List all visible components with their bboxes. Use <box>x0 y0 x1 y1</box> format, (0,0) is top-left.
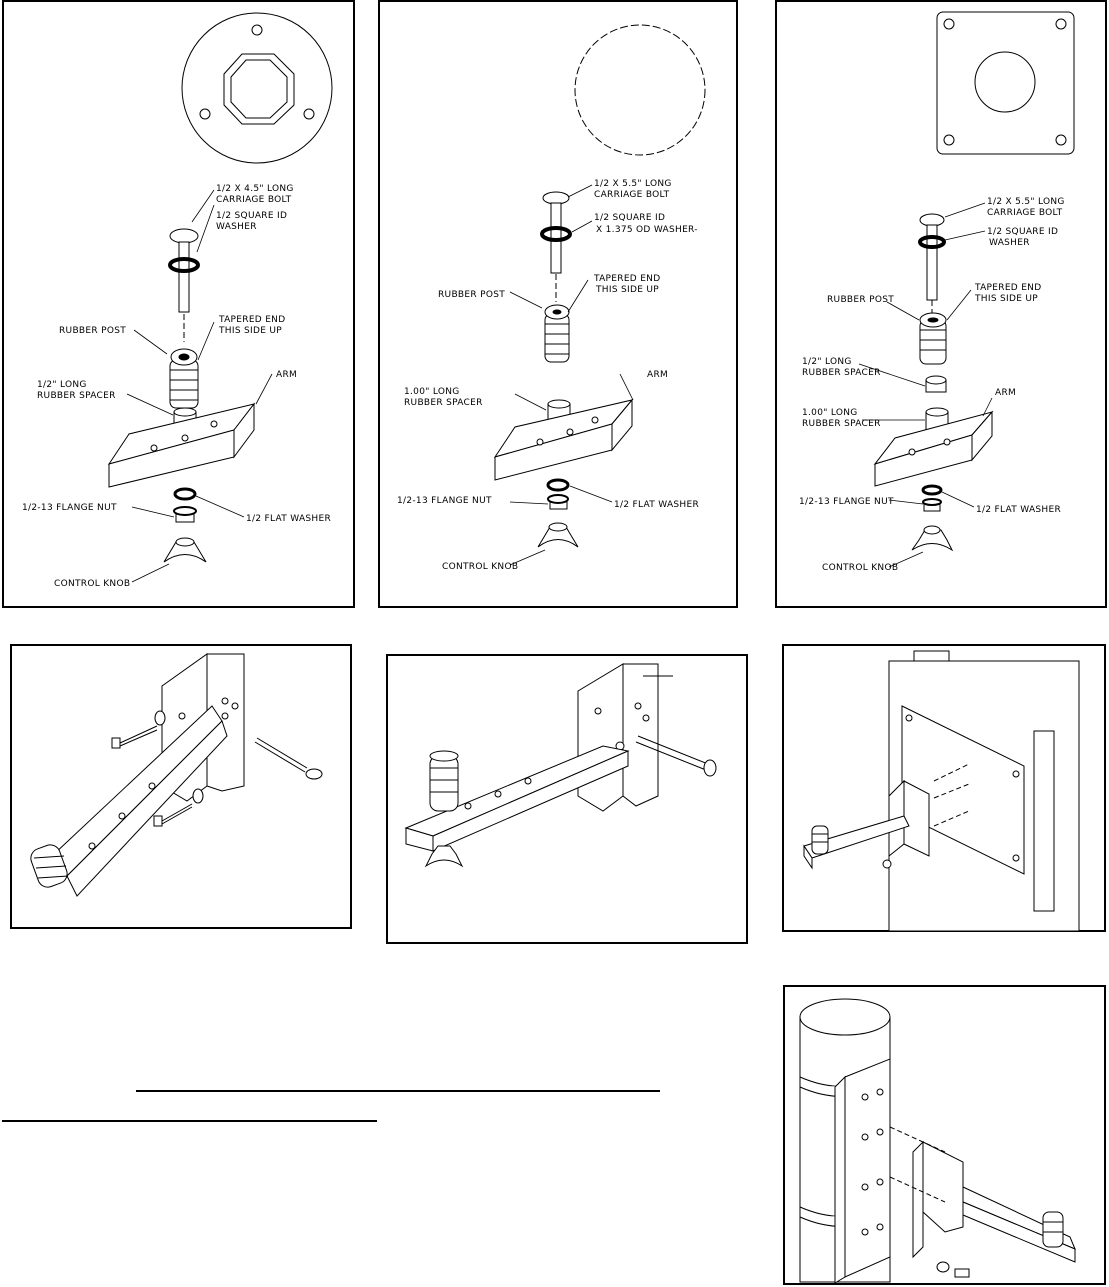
label-washer-line1: 1/2 SQUARE ID <box>594 213 665 223</box>
label-tapered-end-line2: THIS SIDE UP <box>218 326 282 336</box>
label-washer-line2: WASHER <box>216 222 257 232</box>
pin-icon <box>254 737 323 780</box>
label-tapered-end-line2: THIS SIDE UP <box>974 294 1038 304</box>
control-knob-icon <box>163 537 207 563</box>
washer-icon <box>540 226 572 242</box>
label-arm: ARM <box>647 370 668 380</box>
label-flat-washer: 1/2 FLAT WASHER <box>976 505 1061 515</box>
carriage-bolt-icon <box>542 191 570 302</box>
flange-nut-icon <box>547 494 569 510</box>
flat-washer-icon <box>546 478 570 492</box>
label-carriage-bolt-line2: CARRIAGE BOLT <box>216 195 292 205</box>
diagram-wall-plate <box>803 650 1080 932</box>
panel-assembly-slotted-plate: 1/2 X 5.5" LONG CARRIAGE BOLT 1/2 SQUARE… <box>378 0 738 608</box>
label-rubber-post: RUBBER POST <box>827 295 894 305</box>
rubber-spacer-half-icon <box>925 375 947 393</box>
carriage-bolt-icon <box>919 213 945 314</box>
round-mount-plate <box>181 12 333 164</box>
label-flange-nut: 1/2-13 FLANGE NUT <box>397 496 492 506</box>
rubber-post-icon <box>30 844 69 888</box>
blank-line-1 <box>136 1090 660 1092</box>
label-control-knob: CONTROL KNOB <box>822 563 898 573</box>
square-mount-plate <box>936 11 1075 155</box>
control-knob-icon <box>537 522 579 548</box>
label-rubber-post: RUBBER POST <box>438 290 505 300</box>
bolt-icon <box>882 763 970 869</box>
label-control-knob: CONTROL KNOB <box>54 579 130 589</box>
label-arm: ARM <box>276 370 297 380</box>
flat-washer-icon <box>173 487 197 501</box>
arm-tube-icon <box>404 745 630 852</box>
diagram-assembly-3: 1/2 X 5.5" LONG CARRIAGE BOLT 1/2 SQUARE… <box>799 11 1075 573</box>
bracket-icon <box>912 1140 964 1259</box>
slotted-ring-plate <box>574 24 706 156</box>
label-washer-line2: X 1.375 OD WASHER- <box>596 225 698 235</box>
bolt-icon <box>889 1126 970 1278</box>
label-arm: ARM <box>995 388 1016 398</box>
label-spacer-line2: RUBBER SPACER <box>404 398 483 408</box>
label-carriage-bolt-line1: 1/2 X 4.5" LONG <box>216 184 294 194</box>
label-spacer-line1: 1.00" LONG <box>404 387 460 397</box>
label-washer-line1: 1/2 SQUARE ID <box>216 211 287 221</box>
rubber-post-icon <box>1042 1211 1064 1248</box>
arm-tube-icon <box>51 705 228 897</box>
arm-tube-icon <box>803 815 910 870</box>
label-spacer-line2: RUBBER SPACER <box>37 391 116 401</box>
label-spacer-one-line1: 1.00" LONG <box>802 408 858 418</box>
control-knob-icon <box>424 845 464 868</box>
label-washer-line2: WASHER <box>989 238 1030 248</box>
label-spacer-half-line1: 1/2" LONG <box>802 357 852 367</box>
panel-pole-mount <box>783 985 1106 1285</box>
label-control-knob: CONTROL KNOB <box>442 562 518 572</box>
flat-washer-icon <box>921 484 943 496</box>
panel-bracket-angled-arm <box>10 644 352 929</box>
label-spacer-one-line2: RUBBER SPACER <box>802 419 881 429</box>
bolt-icon <box>111 710 204 827</box>
label-carriage-bolt-line2: CARRIAGE BOLT <box>594 190 670 200</box>
rubber-post-icon <box>169 348 199 409</box>
panel-wall-plate-mount <box>782 644 1106 932</box>
label-tapered-end-line1: TAPERED END <box>218 315 285 325</box>
label-tapered-end-line1: TAPERED END <box>974 283 1041 293</box>
label-spacer-half-line2: RUBBER SPACER <box>802 368 881 378</box>
washer-icon <box>918 235 946 249</box>
label-tapered-end-line2: THIS SIDE UP <box>595 285 659 295</box>
label-flange-nut: 1/2-13 FLANGE NUT <box>22 503 117 513</box>
diagram-assembly-1: 1/2 X 4.5" LONG CARRIAGE BOLT 1/2 SQUARE… <box>22 12 333 589</box>
diagram-assembly-2: 1/2 X 5.5" LONG CARRIAGE BOLT 1/2 SQUARE… <box>397 24 706 572</box>
label-carriage-bolt-line2: CARRIAGE BOLT <box>987 208 1063 218</box>
rubber-post-icon <box>544 304 570 363</box>
pole-plate-icon <box>834 1058 891 1284</box>
panel-assembly-square-plate: 1/2 X 5.5" LONG CARRIAGE BOLT 1/2 SQUARE… <box>775 0 1107 608</box>
flange-nut-icon <box>922 498 942 512</box>
panel-assembly-round-plate: 1/2 X 4.5" LONG CARRIAGE BOLT 1/2 SQUARE… <box>2 0 355 608</box>
rubber-post-icon <box>811 825 829 855</box>
label-carriage-bolt-line1: 1/2 X 5.5" LONG <box>987 197 1065 207</box>
panel-bracket-straight-arm <box>386 654 748 944</box>
rubber-post-icon <box>429 750 459 812</box>
arm-icon <box>107 402 256 488</box>
label-spacer-line1: 1/2" LONG <box>37 380 87 390</box>
flange-nut-icon <box>173 506 197 523</box>
label-rubber-post: RUBBER POST <box>59 326 126 336</box>
diagram-bracket-angled <box>30 653 323 897</box>
diagram-pole-mount <box>799 998 1076 1284</box>
arm-icon <box>873 410 994 487</box>
label-carriage-bolt-line1: 1/2 X 5.5" LONG <box>594 179 672 189</box>
label-flat-washer: 1/2 FLAT WASHER <box>246 514 331 524</box>
label-washer-line1: 1/2 SQUARE ID <box>987 227 1058 237</box>
label-flat-washer: 1/2 FLAT WASHER <box>614 500 699 510</box>
washer-icon <box>168 257 200 273</box>
control-knob-icon <box>911 525 954 552</box>
bolt-icon <box>635 675 717 777</box>
wall-bracket-icon <box>577 663 659 812</box>
rubber-post-icon <box>919 312 947 365</box>
blank-line-2 <box>2 1120 377 1122</box>
diagram-bracket-straight <box>404 663 717 868</box>
label-tapered-end-line1: TAPERED END <box>593 274 660 284</box>
carriage-bolt-icon <box>169 228 199 342</box>
arm-icon <box>493 398 634 481</box>
label-flange-nut: 1/2-13 FLANGE NUT <box>799 497 894 507</box>
